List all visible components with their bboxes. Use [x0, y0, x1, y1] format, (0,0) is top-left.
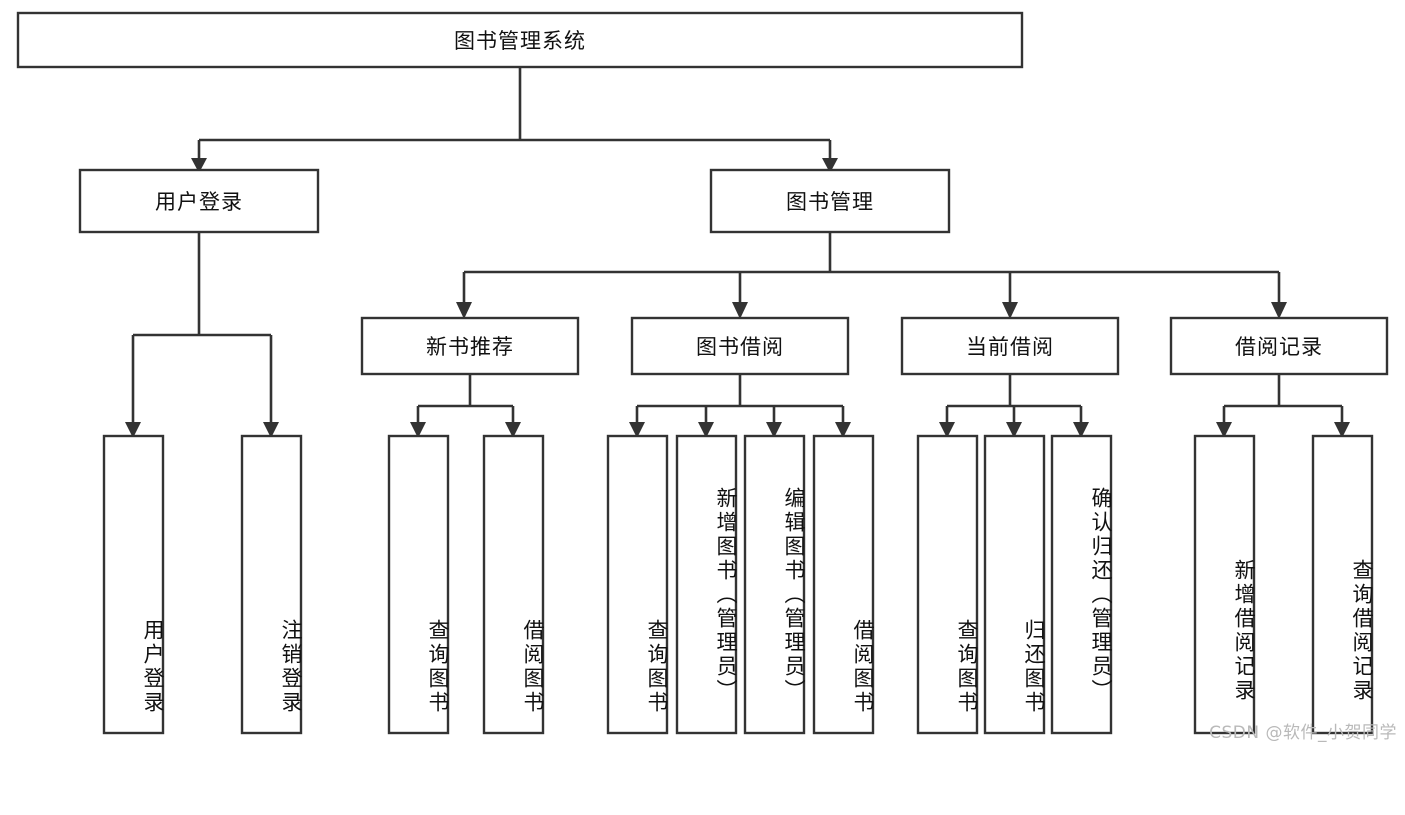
- arrow-head-book-borrow: [732, 302, 748, 319]
- arrow-head-borrow-record: [1271, 302, 1287, 319]
- arrow-head-book-manage: [822, 158, 838, 173]
- arrow-head-leaf-query-book-2: [629, 422, 645, 438]
- arrow-head-user-login: [191, 158, 207, 173]
- node-box-group: [16, 11, 1389, 735]
- arrow-head-leaf-return-book: [1006, 422, 1022, 438]
- arrow-head-leaf-borrow-book-1: [505, 422, 521, 438]
- node-box-new-book-rec[interactable]: [360, 316, 580, 376]
- node-box-leaf-query-book-1[interactable]: [387, 434, 450, 735]
- node-box-leaf-add-record[interactable]: [1193, 434, 1256, 735]
- node-box-user-login[interactable]: [78, 168, 320, 234]
- node-box-leaf-add-book[interactable]: [675, 434, 738, 735]
- diagram-root: 图书管理系统 用户登录 图书管理 新书推荐 图书借阅 当前借阅 借阅记录 用户登…: [16, 11, 1397, 743]
- node-box-leaf-edit-book[interactable]: [743, 434, 806, 735]
- node-box-leaf-borrow-book-1[interactable]: [482, 434, 545, 735]
- arrow-head-leaf-borrow-book-2: [835, 422, 851, 438]
- node-box-leaf-logout[interactable]: [240, 434, 303, 735]
- node-box-book-borrow[interactable]: [630, 316, 850, 376]
- arrow-head-leaf-user-login: [125, 422, 141, 438]
- node-box-leaf-user-login[interactable]: [102, 434, 165, 735]
- arrow-head-leaf-logout: [263, 422, 279, 438]
- arrow-head-leaf-confirm-return: [1073, 422, 1089, 438]
- node-box-book-manage[interactable]: [709, 168, 951, 234]
- node-box-leaf-query-book-2[interactable]: [606, 434, 669, 735]
- node-box-leaf-confirm-return[interactable]: [1050, 434, 1113, 735]
- node-box-borrow-record[interactable]: [1169, 316, 1389, 376]
- node-box-leaf-query-record[interactable]: [1311, 434, 1374, 735]
- watermark: CSDN @软件_小贺同学: [1209, 723, 1397, 743]
- diagram-canvas: [16, 11, 1389, 735]
- arrow-head-leaf-add-book: [698, 422, 714, 438]
- node-box-root[interactable]: [16, 11, 1024, 69]
- arrow-head-leaf-edit-book: [766, 422, 782, 438]
- arrow-head-leaf-query-book-3: [939, 422, 955, 438]
- node-box-leaf-return-book[interactable]: [983, 434, 1046, 735]
- arrow-head-leaf-add-record: [1216, 422, 1232, 438]
- arrow-head-leaf-query-record: [1334, 422, 1350, 438]
- arrow-head-current-borrow: [1002, 302, 1018, 319]
- node-box-current-borrow[interactable]: [900, 316, 1120, 376]
- node-box-leaf-query-book-3[interactable]: [916, 434, 979, 735]
- arrow-head-leaf-query-book-1: [410, 422, 426, 438]
- node-box-leaf-borrow-book-2[interactable]: [812, 434, 875, 735]
- connector-group: [125, 67, 1350, 438]
- arrow-head-new-book-rec: [456, 302, 472, 319]
